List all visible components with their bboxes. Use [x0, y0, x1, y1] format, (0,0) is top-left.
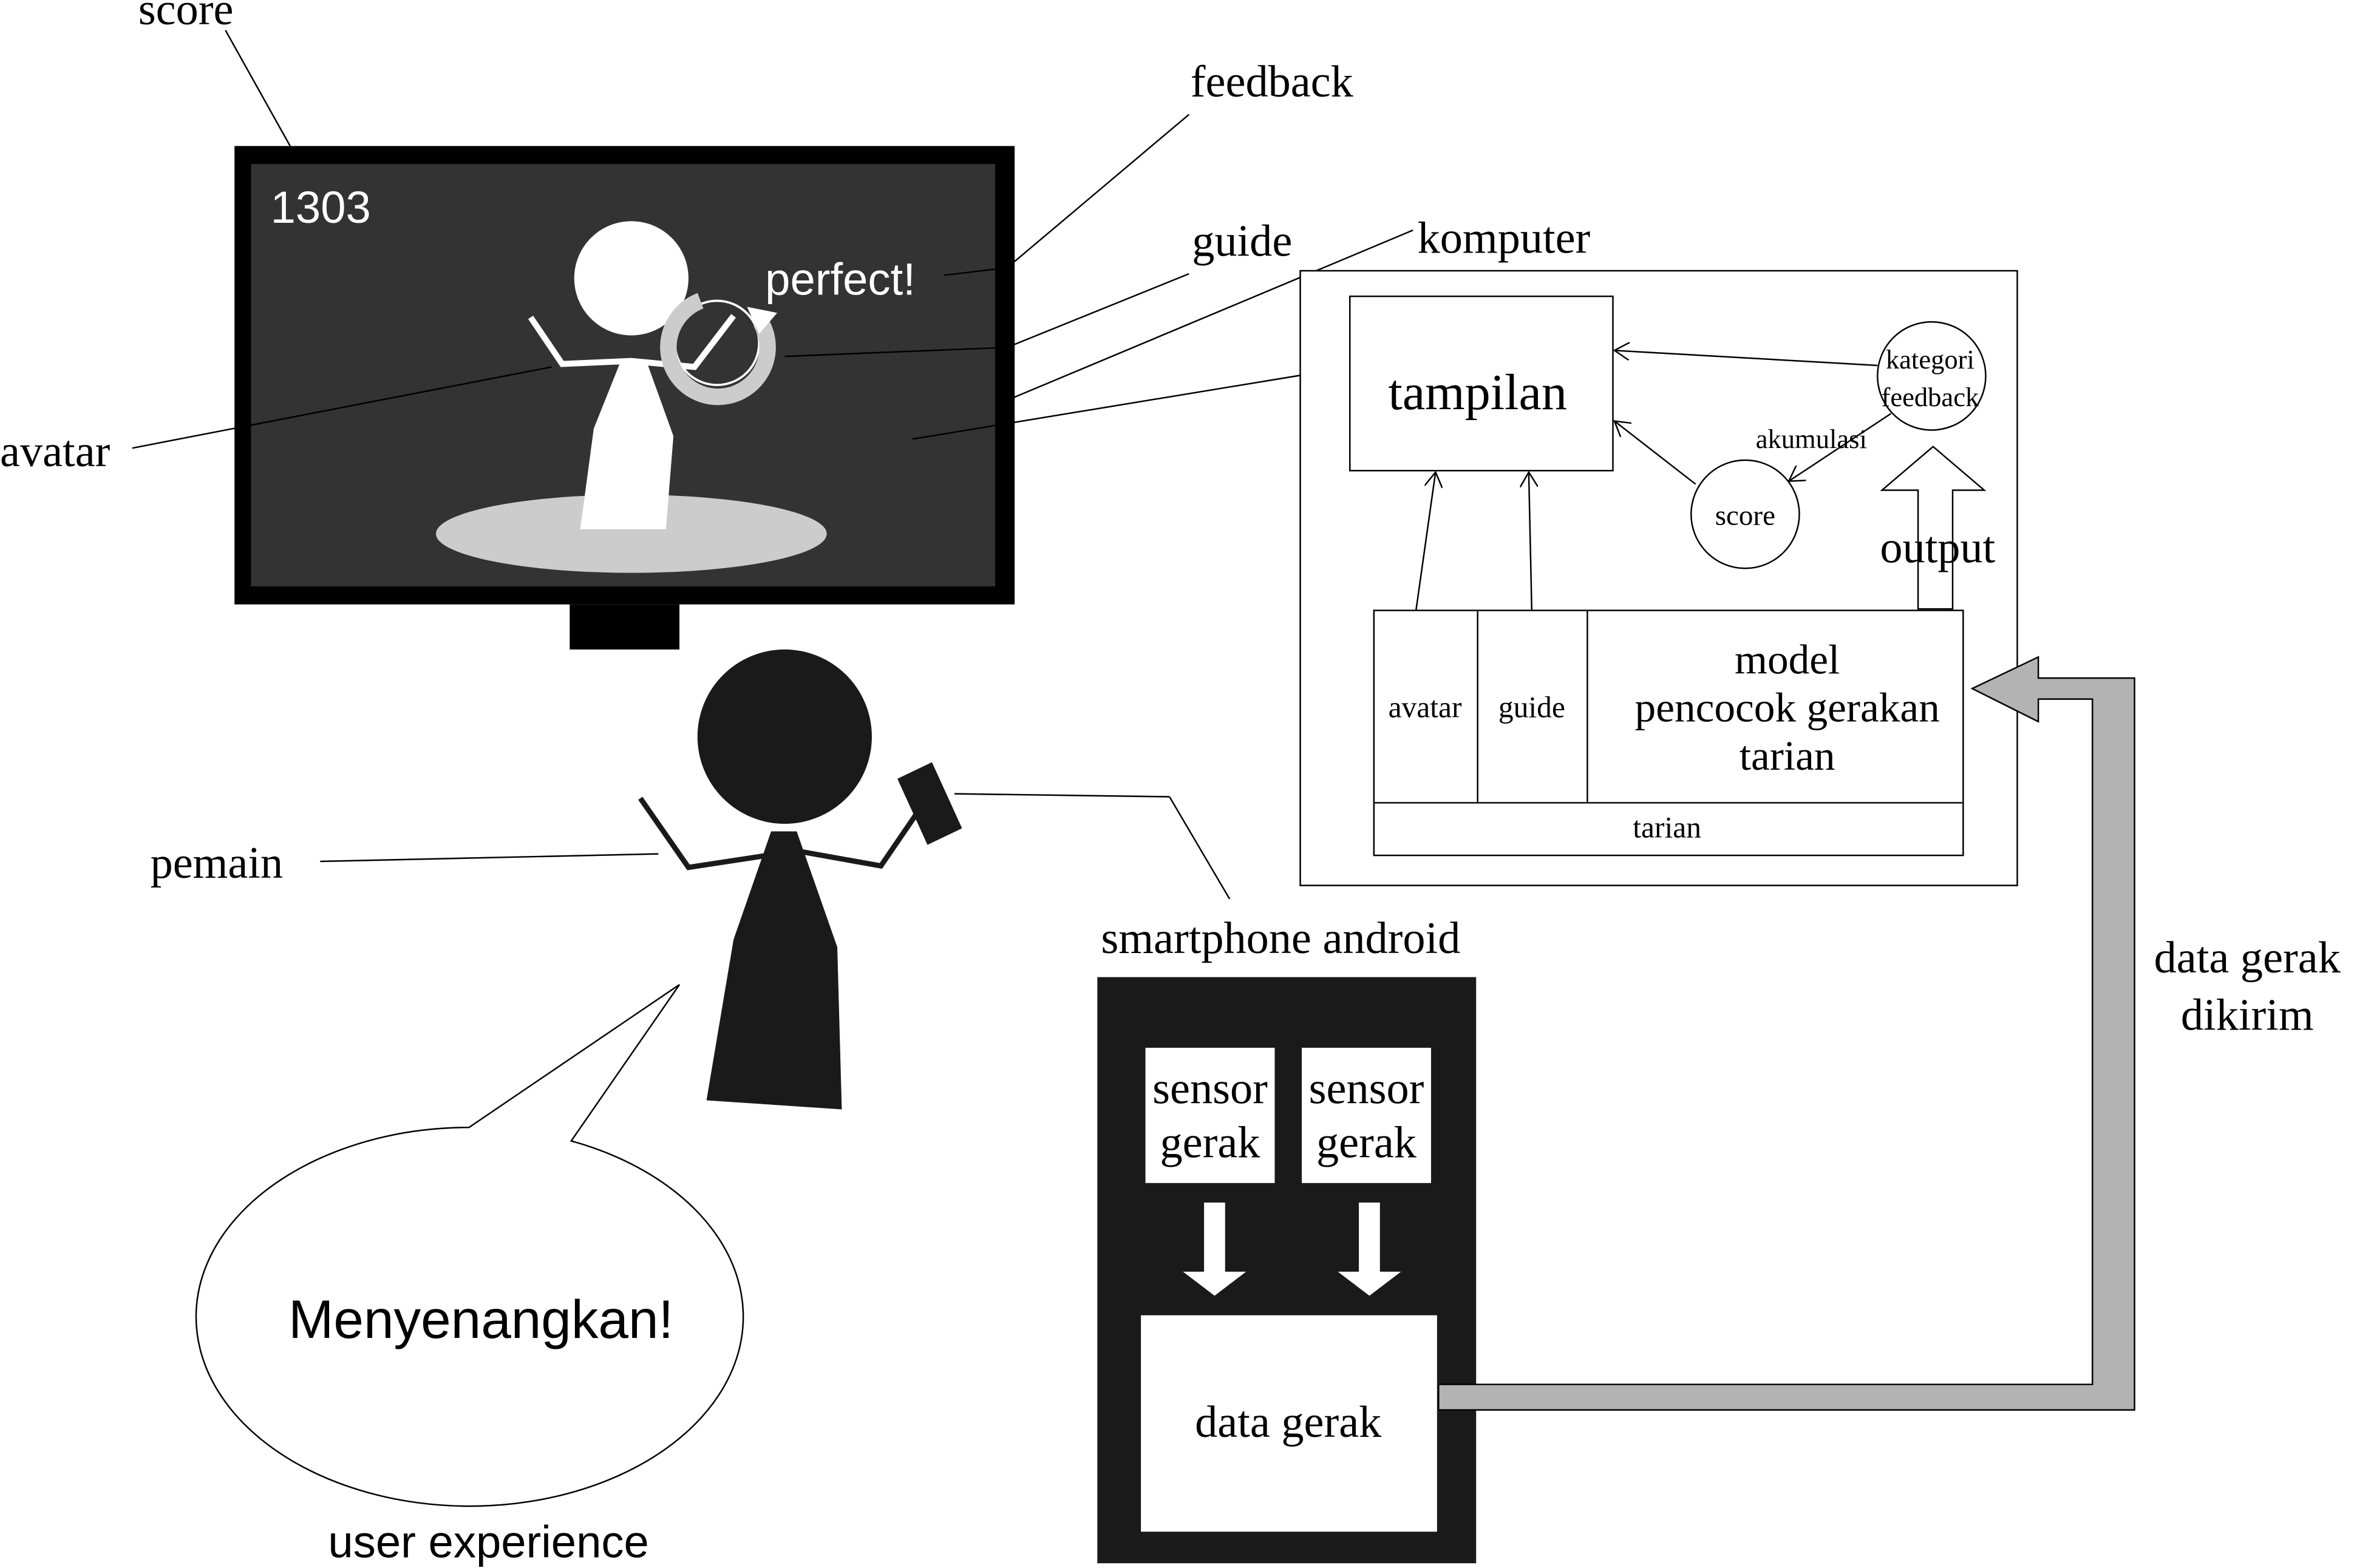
monitor-annotations: score feedback guide komputer avatar pem… [0, 0, 1591, 888]
module-model-2: pencocok gerakan [1635, 684, 1940, 731]
score-node [1690, 459, 1800, 569]
data-gerak-box [1141, 1315, 1437, 1532]
computer-box: tampilan kategori feedback score akumula… [1299, 270, 2018, 886]
guide-arrowhead-icon [747, 307, 777, 334]
score-value: 1303 [271, 182, 371, 232]
guide-rotate-icon [660, 293, 776, 406]
akumulasi-label: akumulasi [1756, 424, 1867, 454]
player [638, 649, 962, 1110]
label-guide: guide [1192, 216, 1292, 266]
arrow-kategori-to-score [1789, 413, 1892, 481]
speech-bubble-shape [195, 983, 744, 1507]
smartphone: smartphone android sensor gerak sensor g… [1097, 914, 1477, 1564]
arrow-kategori-to-tampilan [1614, 350, 1878, 367]
label-avatar: avatar [0, 427, 111, 477]
leader-smartphone-2 [1169, 796, 1231, 900]
monitor: 1303 perfect! [234, 146, 1015, 650]
leader-guide [784, 273, 1189, 358]
player-arms [638, 796, 922, 871]
tampilan-box [1349, 295, 1614, 472]
player-head [697, 649, 872, 824]
screen-avatar [528, 221, 736, 529]
sensor-1-line2: gerak [1160, 1118, 1261, 1168]
arrow-guide-to-tampilan [1529, 472, 1532, 611]
avatar-head [574, 221, 689, 336]
score-node-label: score [1715, 500, 1775, 531]
tampilan-label: tampilan [1388, 364, 1566, 421]
module-tarian: tarian [1633, 810, 1701, 844]
kategori-label-2: feedback [1882, 382, 1979, 412]
output-label: output [1880, 523, 1995, 572]
module-model-1: model [1735, 636, 1840, 683]
feedback-text: perfect! [765, 254, 916, 305]
transmit-arrow [1438, 656, 2135, 1411]
player-phone-icon [897, 762, 962, 845]
sensor-2-down-arrow [1338, 1203, 1401, 1296]
kategori-feedback-node [1876, 321, 1987, 431]
label-komputer: komputer [1418, 213, 1591, 263]
kategori-label-1: kategori [1886, 344, 1974, 375]
leader-pemain [320, 853, 659, 863]
label-data-gerak-dikirim-2: dikirim [2181, 990, 2314, 1040]
data-gerak-label: data gerak [1195, 1397, 1382, 1447]
module-avatar: avatar [1389, 690, 1462, 724]
avatar-body [580, 361, 674, 529]
leader-feedback [944, 114, 1190, 276]
module-guide: guide [1498, 690, 1565, 724]
arrow-score-to-tampilan [1614, 421, 1696, 485]
leader-avatar [132, 366, 552, 449]
guide-marker [660, 293, 777, 406]
module-table [1373, 609, 1964, 857]
leader-smartphone-1 [954, 793, 1170, 798]
dance-platform [435, 494, 827, 573]
player-body [706, 831, 842, 1110]
label-user-experience: user experience [328, 1516, 648, 1567]
label-pemain: pemain [151, 838, 284, 888]
sensor-1-down-arrow [1183, 1203, 1247, 1296]
sensor-2-line2: gerak [1316, 1118, 1417, 1168]
module-model-3: tarian [1740, 732, 1835, 779]
leader-komputer [1004, 229, 1413, 402]
arrow-avatar-to-tampilan [1415, 472, 1435, 611]
sensor-2-line1: sensor [1309, 1064, 1424, 1114]
monitor-stand [570, 604, 680, 650]
label-smartphone: smartphone android [1101, 914, 1460, 963]
label-feedback: feedback [1191, 57, 1354, 107]
leader-tampilan [912, 367, 1343, 440]
label-score: score [138, 0, 234, 35]
leader-score [225, 30, 291, 147]
label-data-gerak-dikirim-1: data gerak [2154, 933, 2341, 983]
sensor-1-line1: sensor [1152, 1064, 1268, 1114]
speech-bubble-text: Menyenangkan! [288, 1289, 673, 1349]
output-arrow [1880, 446, 1987, 610]
sensor-box-1 [1145, 1047, 1275, 1183]
avatar-arms [528, 314, 736, 370]
sensor-box-2 [1302, 1047, 1431, 1183]
speech-bubble: Menyenangkan! user experience [195, 983, 744, 1567]
